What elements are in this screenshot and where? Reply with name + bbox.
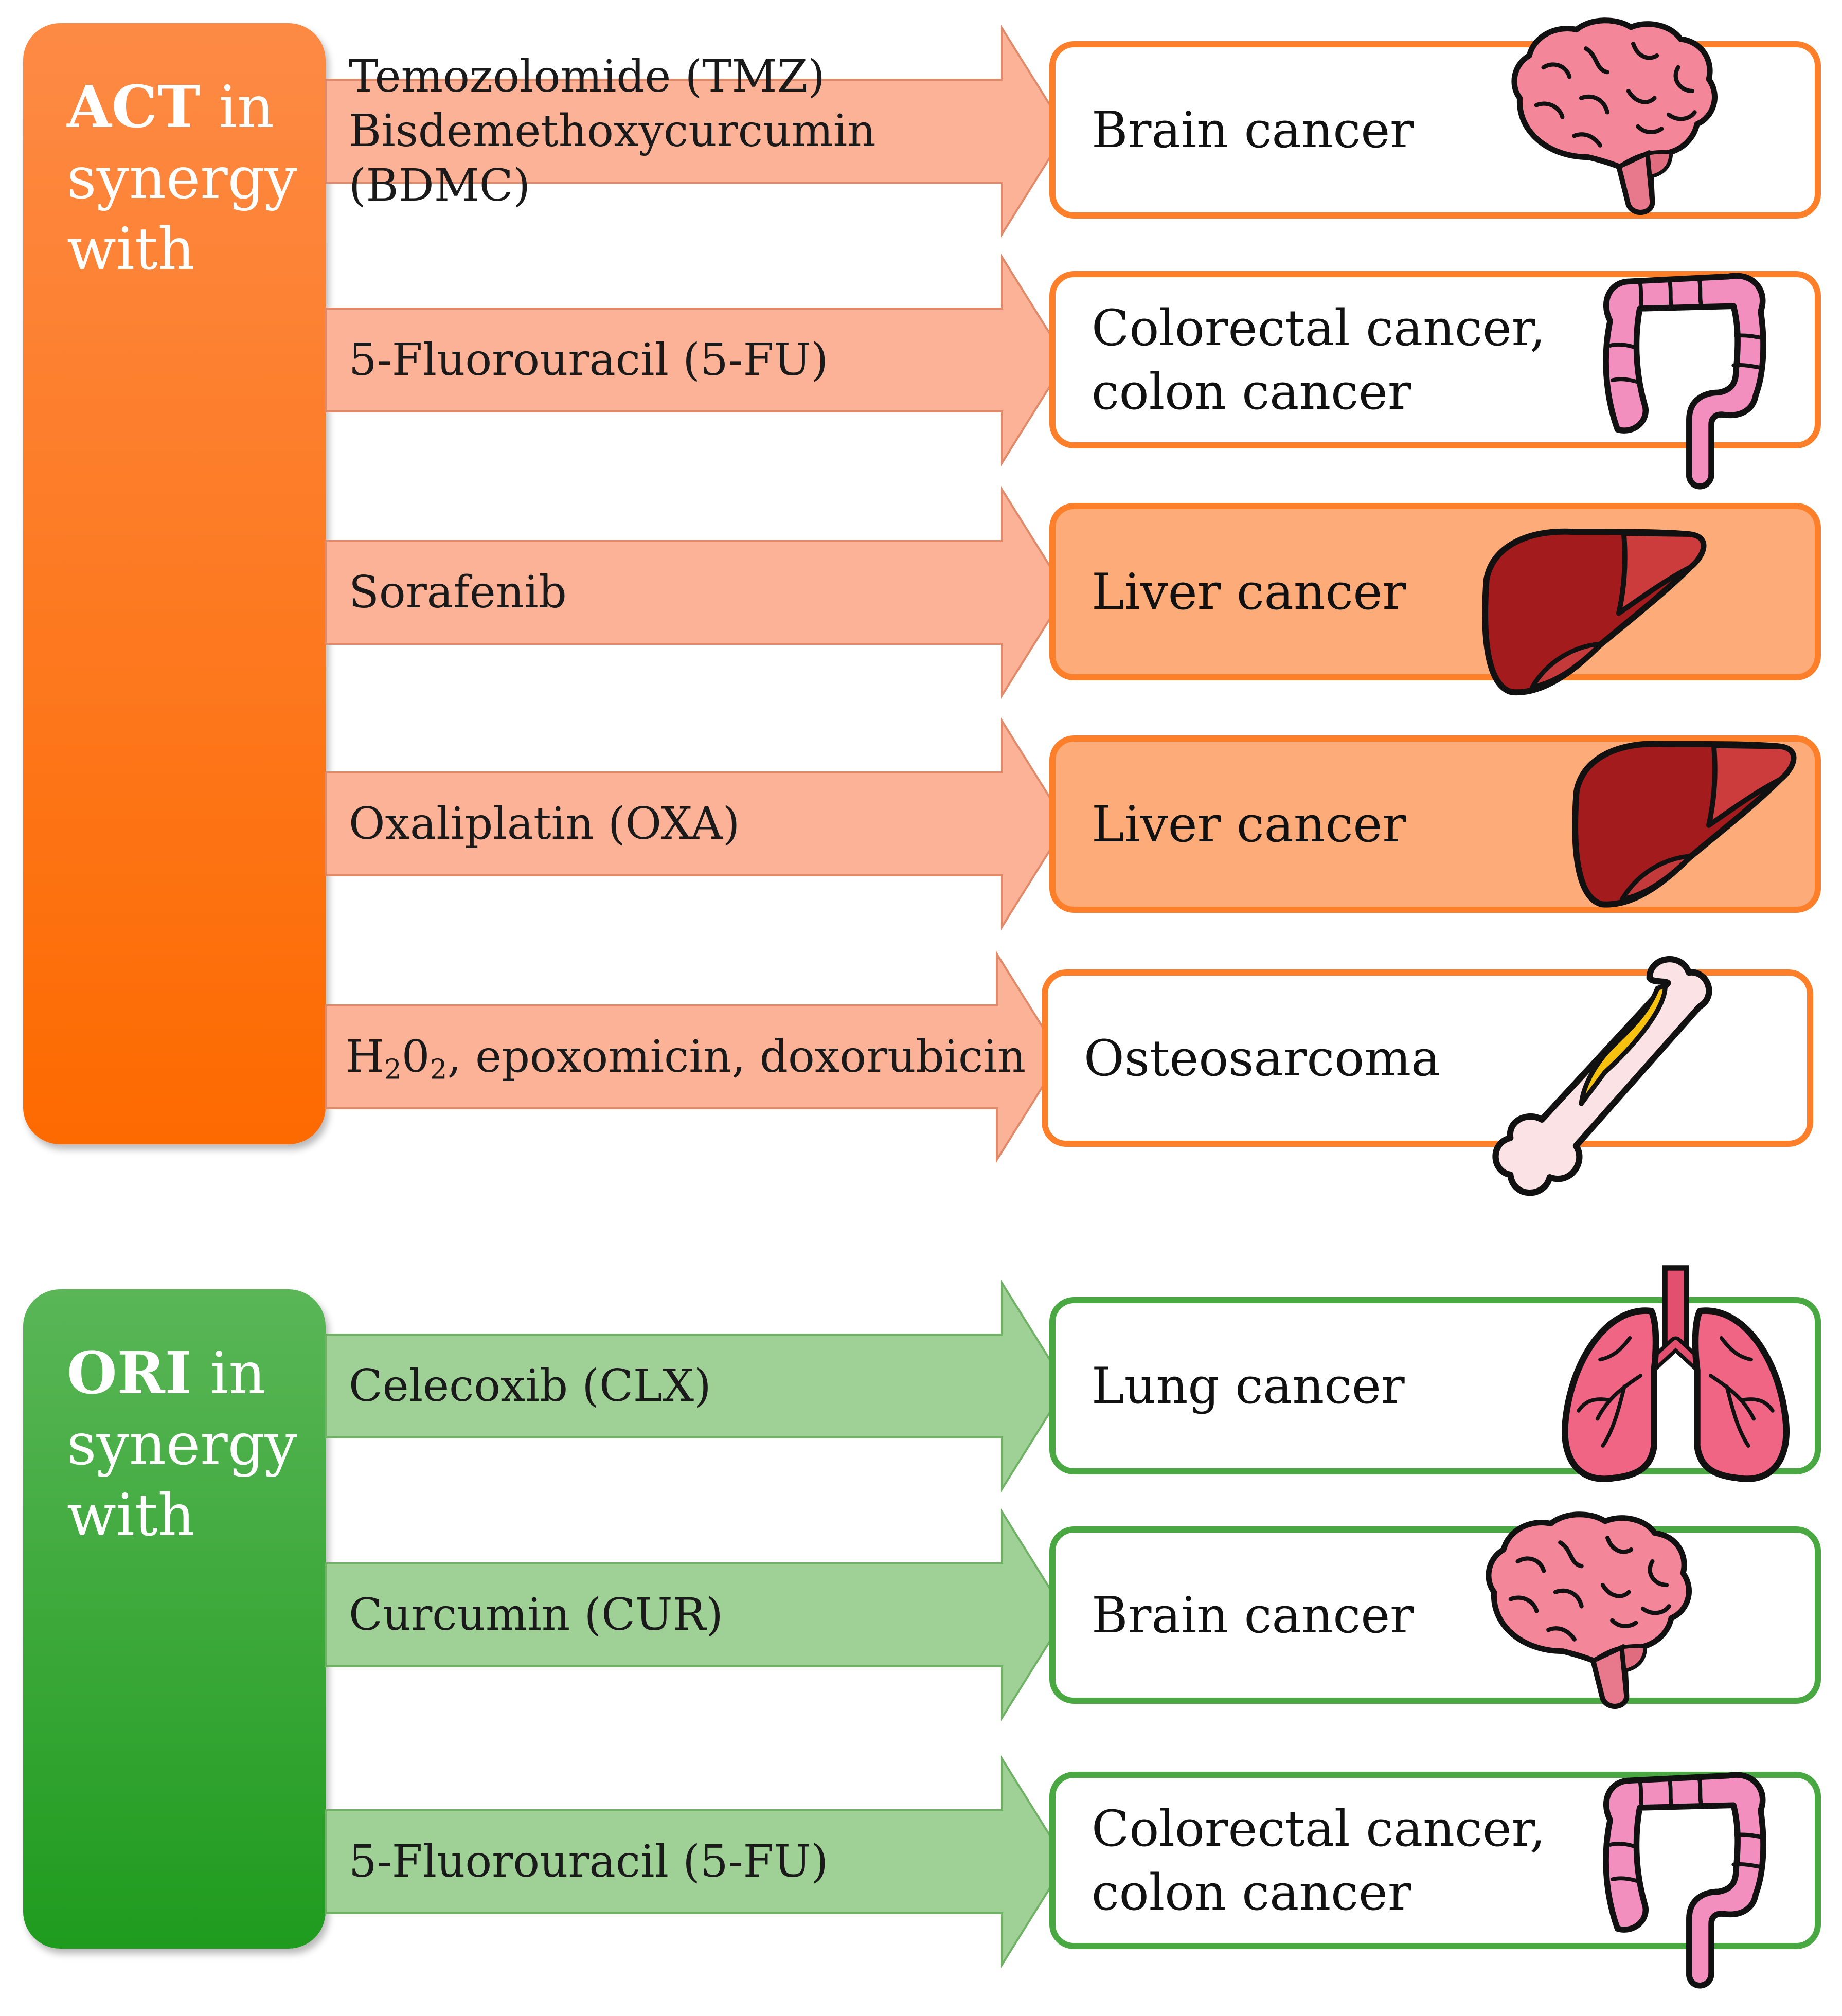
colon-icon	[1569, 247, 1780, 494]
ori-name: ORI	[67, 1340, 192, 1407]
cancer-box-brain: Brain cancer	[1049, 1526, 1821, 1704]
drug-list: Oxaliplatin (OXA)	[349, 721, 1066, 927]
brain-icon	[1484, 15, 1726, 219]
drug-list: Temozolomide (TMZ) Bisdemethoxycurcumin …	[349, 28, 1066, 234]
cancer-label: Liver cancer	[1092, 795, 1406, 853]
act-name: ACT	[67, 74, 201, 141]
drug-label: H202, epoxomicin, doxorubicin	[345, 1031, 1026, 1086]
arrow-ori-2: Curcumin (CUR)	[325, 1508, 1068, 1721]
drug-label: 5-Fluorouracil (5-FU)	[349, 334, 829, 386]
arrow-act-5: H202, epoxomicin, doxorubicin	[325, 950, 1066, 1163]
bone-icon	[1484, 946, 1726, 1198]
cancer-box-lung: Lung cancer	[1049, 1297, 1821, 1474]
drug-list: H202, epoxomicin, doxorubicin	[326, 954, 1046, 1160]
drug-label: Sorafenib	[349, 567, 567, 618]
cancer-label: Brain cancer	[1092, 1586, 1414, 1644]
cancer-label: Colorectal cancer,	[1092, 299, 1546, 357]
arrow-act-1: Temozolomide (TMZ) Bisdemethoxycurcumin …	[325, 25, 1068, 238]
cancer-label: Liver cancer	[1092, 563, 1406, 621]
act-panel: ACT in synergy with	[23, 23, 326, 1144]
brain-icon	[1458, 1509, 1700, 1713]
cancer-label: Brain cancer	[1092, 101, 1414, 159]
ori-panel: ORI in synergy with	[23, 1289, 326, 1949]
lungs-icon	[1546, 1263, 1805, 1489]
colon-icon	[1569, 1746, 1780, 1993]
arrow-ori-3: 5-Fluorouracil (5-FU)	[325, 1755, 1068, 1968]
cancer-label: Colorectal cancer,	[1092, 1799, 1546, 1858]
liver-icon	[1471, 509, 1710, 712]
ori-suffix: in synergy with	[67, 1340, 297, 1549]
cancer-label: Lung cancer	[1092, 1357, 1405, 1415]
cancer-label: colon cancer	[1092, 363, 1411, 421]
drug-label: Celecoxib (CLX)	[349, 1360, 711, 1412]
drug-list: 5-Fluorouracil (5-FU)	[349, 1759, 1066, 1965]
cancer-label: Osteosarcoma	[1084, 1029, 1441, 1087]
drug-list: 5-Fluorouracil (5-FU)	[349, 257, 1066, 463]
drug-list: Sorafenib	[349, 490, 1066, 695]
ori-panel-label: ORI in synergy with	[67, 1338, 315, 1551]
liver-icon	[1561, 720, 1800, 926]
act-panel-label: ACT in synergy with	[67, 72, 315, 285]
drug-label: 5-Fluorouracil (5-FU)	[349, 1836, 829, 1887]
arrow-act-4: Oxaliplatin (OXA)	[325, 717, 1068, 930]
drug-label: Bisdemethoxycurcumin (BDMC)	[349, 105, 876, 211]
drug-list: Celecoxib (CLX)	[349, 1283, 1066, 1489]
act-suffix: in synergy with	[67, 74, 297, 283]
drug-label: Curcumin (CUR)	[349, 1589, 723, 1641]
drug-list: Curcumin (CUR)	[349, 1512, 1066, 1718]
arrow-act-2: 5-Fluorouracil (5-FU)	[325, 254, 1068, 466]
cancer-box-colorectal: Colorectal cancer, colon cancer	[1049, 271, 1821, 448]
cancer-label: colon cancer	[1092, 1863, 1411, 1921]
drug-label: Oxaliplatin (OXA)	[349, 798, 740, 850]
drug-label: Temozolomide (TMZ)	[349, 51, 825, 102]
arrow-act-3: Sorafenib	[325, 486, 1068, 699]
arrow-ori-1: Celecoxib (CLX)	[325, 1280, 1068, 1492]
